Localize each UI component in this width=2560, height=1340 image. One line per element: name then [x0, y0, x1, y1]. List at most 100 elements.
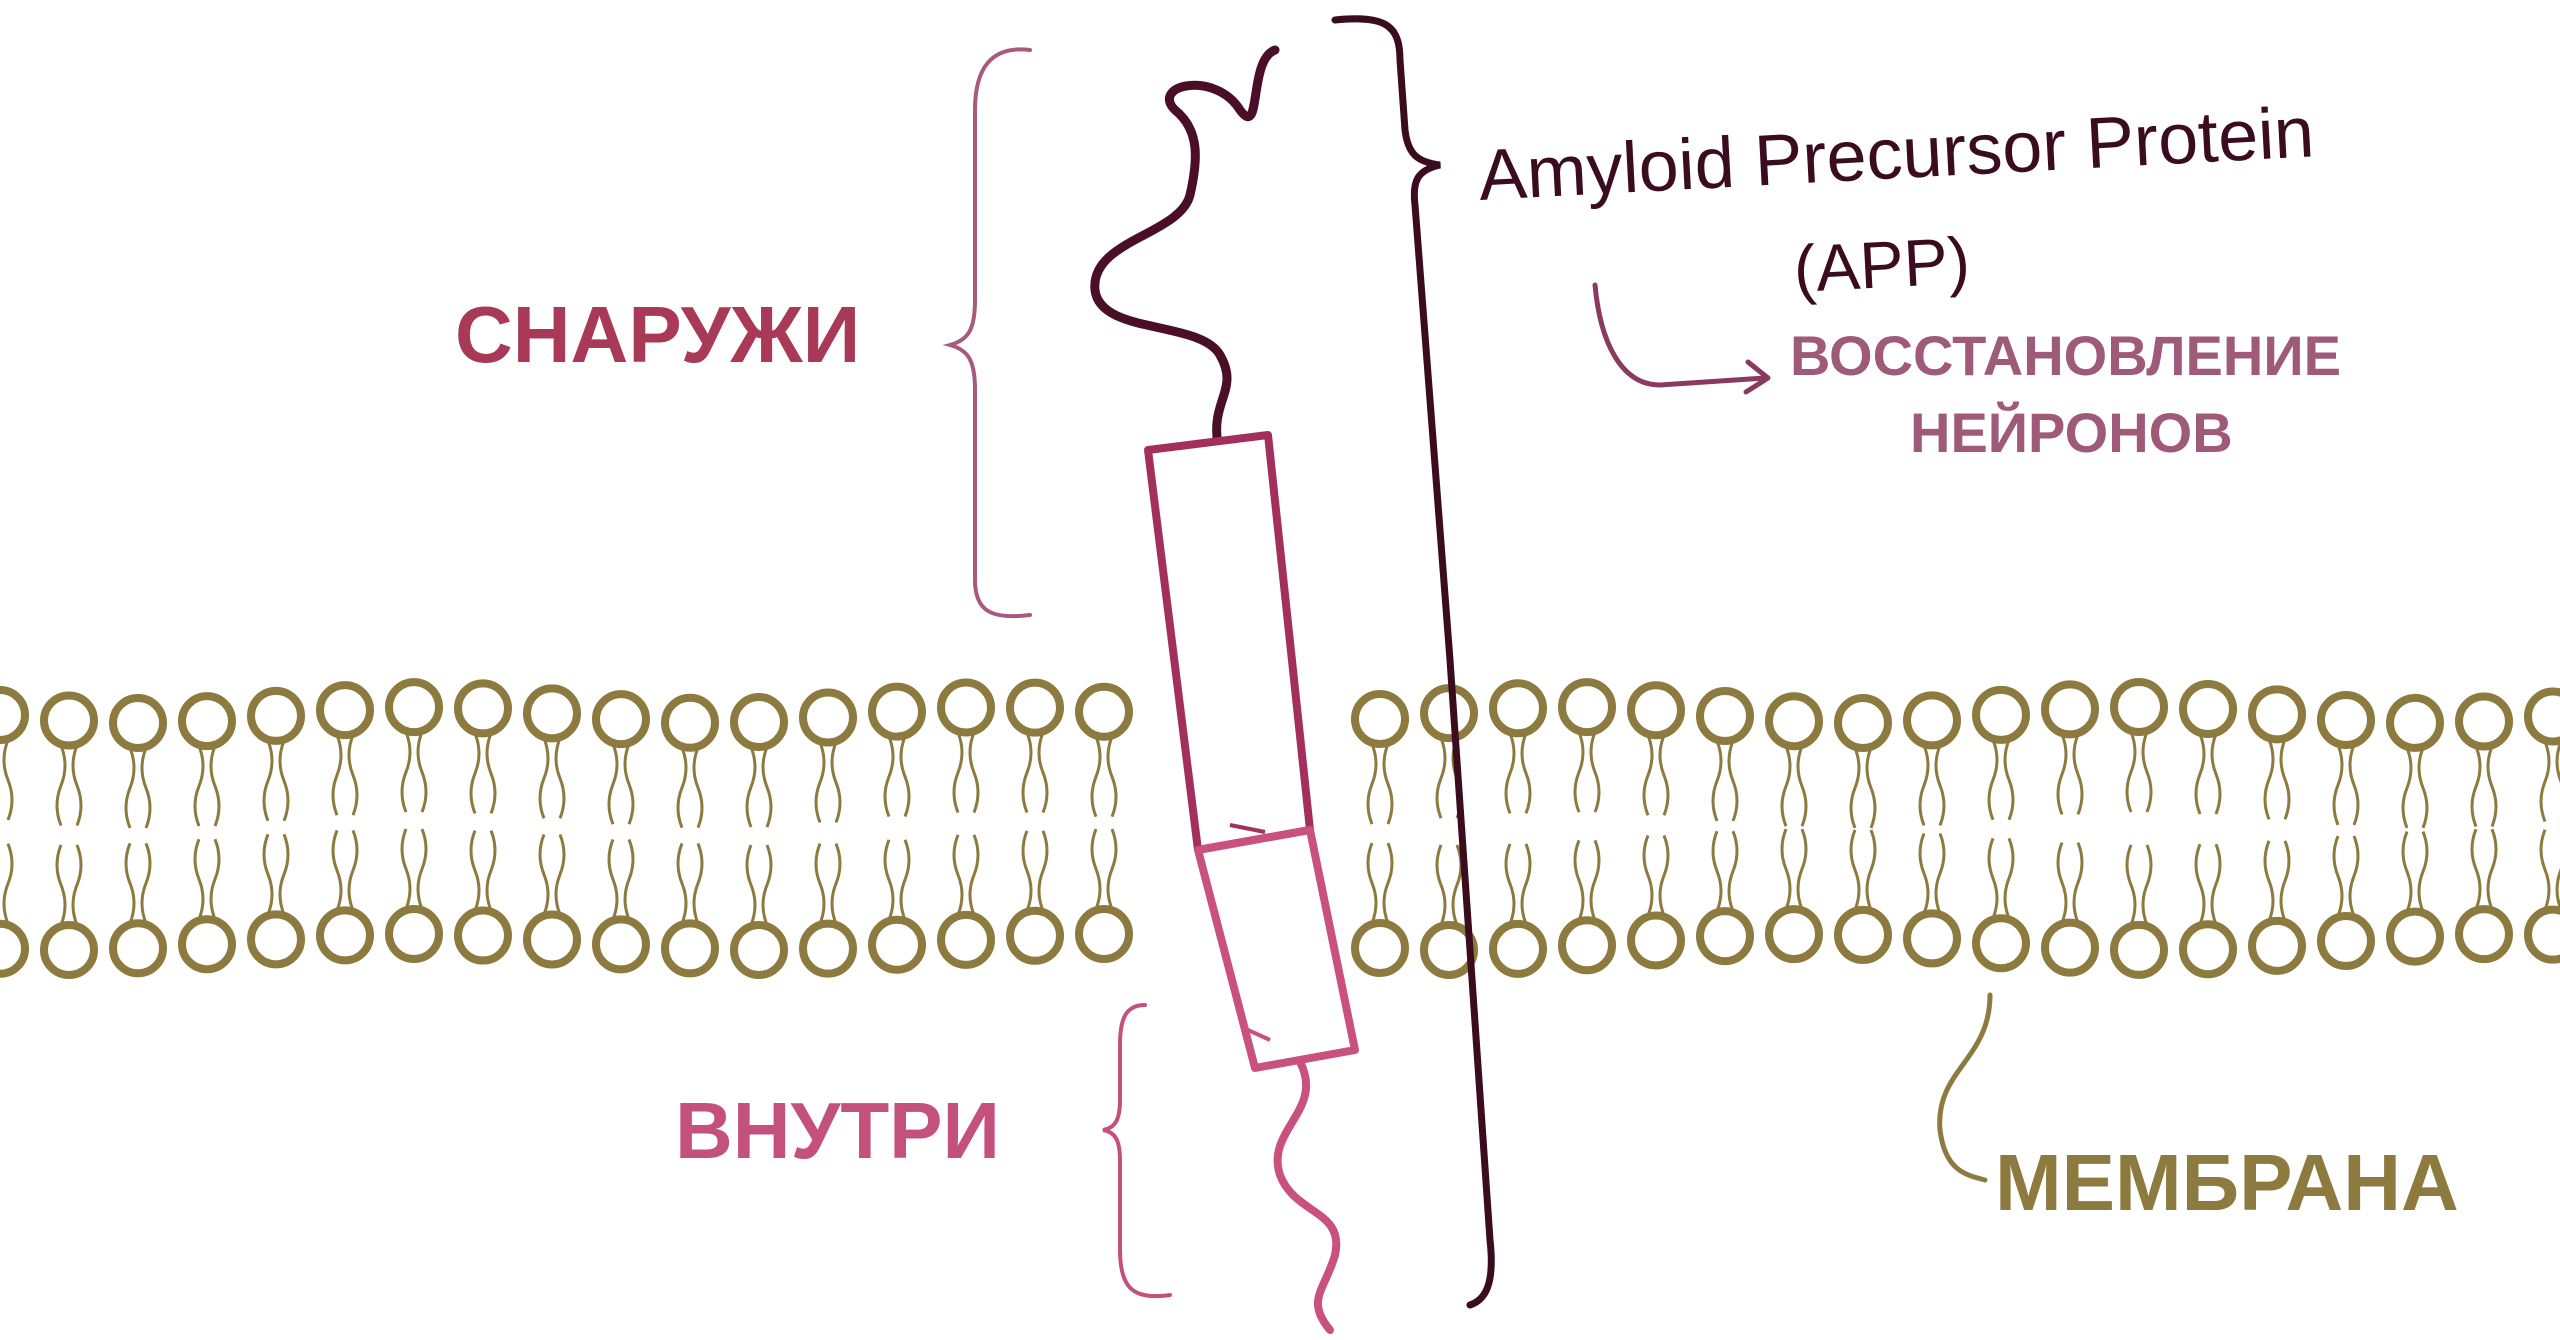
lipid-tail	[2074, 843, 2082, 923]
lipid-tail	[211, 839, 219, 919]
lipid-tail	[1108, 737, 1116, 817]
lipid-head	[2045, 684, 2095, 734]
lipid-tail	[1782, 829, 1790, 909]
lipid-tail	[556, 738, 564, 818]
lipid-tail	[970, 733, 978, 813]
lipid-tail	[954, 835, 962, 915]
lipid-tail	[1023, 831, 1031, 911]
lipid-tail	[1384, 744, 1392, 824]
lipid-tail	[609, 744, 617, 824]
lipid-tail	[2127, 732, 2135, 812]
lipid-tail	[885, 840, 893, 920]
lipid-head	[941, 915, 991, 965]
lipid-head	[1562, 920, 1612, 970]
lipid-tail	[126, 748, 134, 828]
lipid-tail	[1798, 829, 1806, 909]
lipid-tail	[333, 830, 341, 910]
lipid-tail	[816, 844, 824, 924]
lipid-head	[734, 925, 784, 975]
lipid-tail	[1798, 746, 1806, 826]
lipid-tail	[2005, 838, 2013, 918]
lipid-tail	[2472, 829, 2480, 909]
lipid-tail	[126, 843, 134, 923]
lipid-tail	[1989, 740, 1997, 820]
lipid-head	[2045, 923, 2095, 973]
lipid-tail	[349, 830, 357, 910]
lipid-head	[251, 914, 301, 964]
lipid-head	[458, 911, 508, 961]
lipid-tail	[609, 839, 617, 919]
lipid-tail	[211, 746, 219, 826]
lipid-tail	[418, 732, 426, 812]
lipid-head	[1493, 924, 1543, 974]
lipid-tail	[1851, 748, 1859, 828]
inside-brace	[1103, 1005, 1170, 1296]
lipid-head	[941, 683, 991, 733]
lipid-head	[1838, 698, 1888, 748]
lipid-tail	[1039, 831, 1047, 911]
lipid-head	[1907, 695, 1957, 745]
lipid-tail	[1936, 745, 1944, 825]
lipid-head	[2390, 698, 2440, 748]
lipid-head	[527, 688, 577, 738]
lipid-tail	[694, 748, 702, 828]
function-label-line1: ВОССТАНОВЛЕНИЕ	[1790, 324, 2341, 387]
lipid-tail	[280, 741, 288, 821]
lipid-tail	[195, 746, 203, 826]
lipid-tail	[1092, 829, 1100, 909]
lipid-head	[665, 923, 715, 973]
lipid-head	[803, 924, 853, 974]
lipid-tail	[471, 733, 479, 813]
function-label-line2: НЕЙРОНОВ	[1910, 401, 2233, 464]
lipid-tail	[264, 741, 272, 821]
lipid-tail	[264, 834, 272, 914]
lipid-head	[2252, 689, 2302, 739]
lipid-tail	[2058, 734, 2066, 814]
lipid-tail	[1506, 844, 1514, 924]
lipid-head	[182, 696, 232, 746]
lipid-tail	[1522, 733, 1530, 813]
protein-abbrev-label: (APP)	[1792, 223, 1972, 306]
lipid-tail	[1713, 741, 1721, 821]
lipid-head	[1079, 687, 1129, 737]
lipid-head	[44, 925, 94, 975]
lipid-tail	[1023, 733, 1031, 813]
lipid-tail	[2143, 845, 2151, 925]
lipid-tail	[678, 843, 686, 923]
lipid-head	[320, 685, 370, 735]
lipid-tail	[1713, 831, 1721, 911]
lipid-head	[1907, 913, 1957, 963]
lipid-tail	[1660, 735, 1668, 815]
lipid-head	[665, 698, 715, 748]
lipid-tail	[763, 845, 771, 925]
lipid-tail	[333, 735, 341, 815]
function-arrow	[1595, 285, 1765, 385]
lipid-tail	[1851, 830, 1859, 910]
lipid-tail	[1782, 746, 1790, 826]
lipid-tail	[471, 831, 479, 911]
lipid-tail	[1453, 845, 1461, 925]
lipid-tail	[2143, 732, 2151, 812]
lipid-head	[2321, 695, 2371, 745]
lipid-tail	[2541, 742, 2549, 822]
lipid-tail	[747, 845, 755, 925]
lipid-tail	[57, 746, 65, 826]
lipid-tail	[1936, 833, 1944, 913]
lipid-tail	[2196, 734, 2204, 814]
lipid-tail	[1644, 735, 1652, 815]
lipid-tail	[2541, 830, 2549, 910]
lipid-head	[1700, 691, 1750, 741]
lipid-tail	[1522, 844, 1530, 924]
lipid-head	[527, 915, 577, 965]
lipid-tail	[73, 746, 81, 826]
lipid-head	[458, 683, 508, 733]
lipid-tail	[747, 747, 755, 827]
lipid-head	[2321, 916, 2371, 966]
lipid-head	[2183, 924, 2233, 974]
lipid-tail	[2265, 841, 2273, 921]
extracellular-tail	[1095, 50, 1275, 445]
lipid-tail	[280, 834, 288, 914]
lipid-head	[1493, 683, 1543, 733]
membrane-label: МЕМБРАНА	[1995, 1138, 2459, 1227]
lipid-head	[320, 910, 370, 960]
